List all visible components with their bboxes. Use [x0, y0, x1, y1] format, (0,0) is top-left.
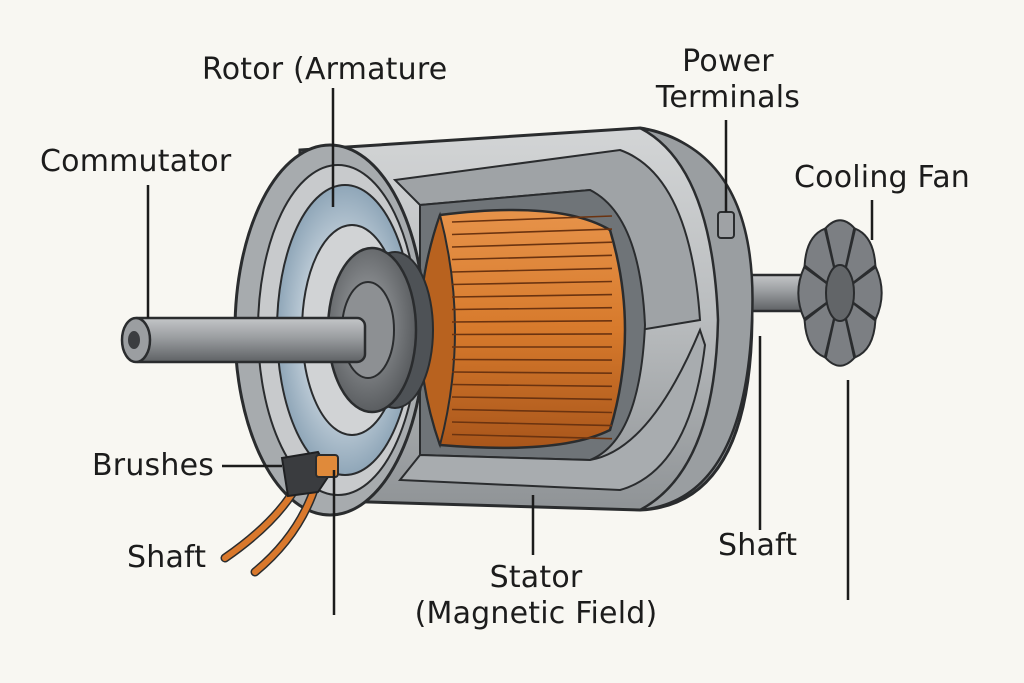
label-cooling-fan: Cooling Fan [794, 160, 971, 195]
label-brushes: Brushes [92, 448, 215, 483]
power-terminal-drawing [717, 211, 735, 239]
cooling-fan-icon [797, 219, 883, 367]
armature-windings [451, 215, 613, 440]
label-stator-magnetic-field: Stator (Magnetic Field) [414, 560, 658, 631]
label-commutator: Commutator [40, 144, 232, 179]
label-shaft-right: Shaft [718, 528, 798, 563]
brush-block-icon [280, 450, 339, 498]
shaft-left-drawing [120, 316, 367, 364]
label-rotor-armature: Rotor (Armature [202, 52, 448, 87]
commutator-hub [326, 246, 434, 414]
label-power-terminals: Power Terminals [655, 44, 801, 115]
label-shaft-left: Shaft [127, 540, 207, 575]
leader-lines [146, 88, 874, 615]
